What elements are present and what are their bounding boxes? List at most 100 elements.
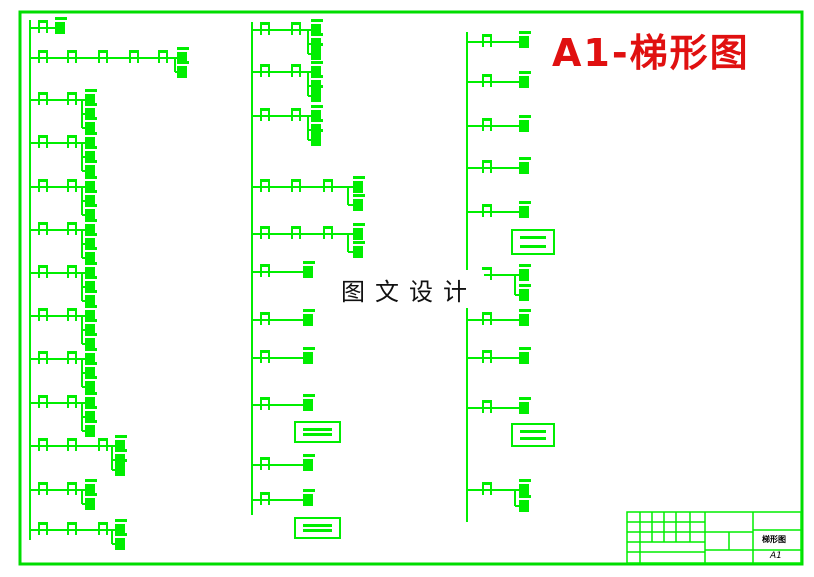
- contact-tag: [260, 350, 270, 353]
- coil-tag: [85, 348, 97, 351]
- output-coil: [55, 22, 65, 34]
- output-coil: [85, 411, 95, 423]
- ladder-rungs: [29, 17, 555, 550]
- contact-tag: [38, 265, 48, 268]
- coil-tag: [353, 176, 365, 179]
- function-block: [511, 229, 555, 255]
- output-coil: [519, 352, 529, 364]
- coil-tag: [303, 309, 315, 312]
- coil-tag: [85, 479, 97, 482]
- coil-tag: [311, 85, 323, 88]
- contact-tag: [260, 397, 270, 400]
- coil-tag: [519, 31, 531, 34]
- contact-tag: [482, 34, 492, 37]
- contact-tag: [38, 92, 48, 95]
- coil-tag: [115, 435, 127, 438]
- contact-tag: [67, 135, 77, 138]
- output-coil: [353, 181, 363, 193]
- contact-tag: [291, 226, 301, 229]
- coil-tag: [115, 449, 127, 452]
- contact-tag: [260, 108, 270, 111]
- contact-tag: [291, 64, 301, 67]
- output-coil: [85, 324, 95, 336]
- coil-tag: [519, 157, 531, 160]
- coil-tag: [519, 201, 531, 204]
- contact-tag: [67, 92, 77, 95]
- contact-tag: [38, 308, 48, 311]
- function-block: [511, 423, 555, 447]
- contact-tag: [98, 522, 108, 525]
- contact-tag: [260, 312, 270, 315]
- output-coil: [85, 108, 95, 120]
- output-coil: [85, 94, 95, 106]
- contact-tag: [67, 265, 77, 268]
- output-coil: [519, 206, 529, 218]
- output-coil: [85, 151, 95, 163]
- title-block: [626, 511, 802, 564]
- contact-tag: [158, 50, 168, 53]
- contact-tag: [67, 351, 77, 354]
- output-coil: [311, 24, 321, 36]
- output-coil: [85, 397, 95, 409]
- contact-tag: [482, 160, 492, 163]
- contact-tag: [291, 108, 301, 111]
- output-coil: [311, 90, 321, 102]
- output-coil: [85, 498, 95, 510]
- block-tag: [303, 433, 332, 436]
- coil-tag: [311, 33, 323, 36]
- coil-tag: [177, 47, 189, 50]
- coil-tag: [85, 406, 97, 409]
- output-coil: [85, 122, 95, 134]
- coil-tag: [85, 117, 97, 120]
- coil-tag: [311, 19, 323, 22]
- coil-tag: [85, 262, 97, 265]
- output-coil: [519, 162, 529, 174]
- contact-tag: [67, 395, 77, 398]
- coil-tag: [311, 105, 323, 108]
- contact-tag: [482, 482, 492, 485]
- coil-tag: [85, 420, 97, 423]
- coil-tag: [519, 397, 531, 400]
- output-coil: [519, 36, 529, 48]
- contact-tag: [260, 179, 270, 182]
- contact-tag: [67, 438, 77, 441]
- block-tag: [520, 430, 546, 433]
- coil-tag: [85, 333, 97, 336]
- coil-tag: [353, 223, 365, 226]
- coil-tag: [519, 479, 531, 482]
- function-block: [294, 517, 341, 539]
- coil-tag: [85, 132, 97, 135]
- coil-tag: [303, 454, 315, 457]
- coil-tag: [519, 309, 531, 312]
- coil-tag: [115, 519, 127, 522]
- output-coil: [85, 310, 95, 322]
- coil-tag: [519, 495, 531, 498]
- output-coil: [353, 246, 363, 258]
- contact-tag: [482, 204, 492, 207]
- contact-tag: [98, 50, 108, 53]
- output-coil: [519, 120, 529, 132]
- coil-tag: [85, 305, 97, 308]
- output-coil: [85, 425, 95, 437]
- contact-tag: [38, 351, 48, 354]
- contact-tag: [482, 74, 492, 77]
- contact-tag: [260, 22, 270, 25]
- contact-tag: [323, 226, 333, 229]
- coil-tag: [85, 247, 97, 250]
- watermark-label: 图文设计: [334, 270, 484, 308]
- coil-tag: [85, 190, 97, 193]
- output-coil: [519, 76, 529, 88]
- output-coil: [303, 494, 313, 506]
- coil-tag: [85, 176, 97, 179]
- coil-tag: [353, 241, 365, 244]
- output-coil: [311, 66, 321, 78]
- output-coil: [85, 267, 95, 279]
- contact-tag: [67, 522, 77, 525]
- drawing-title: A1-梯形图: [552, 31, 750, 75]
- contact-tag: [98, 438, 108, 441]
- block-tag: [303, 428, 332, 431]
- contact-tag: [67, 222, 77, 225]
- coil-tag: [303, 489, 315, 492]
- output-coil: [519, 289, 529, 301]
- contact-tag: [38, 222, 48, 225]
